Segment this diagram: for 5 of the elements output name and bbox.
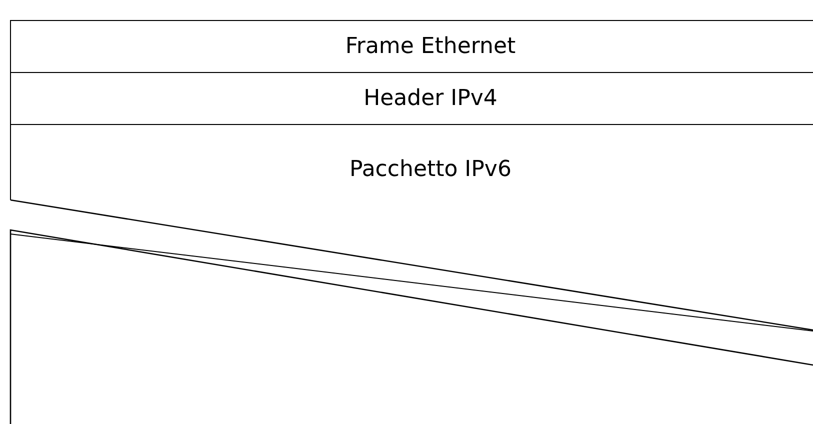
layer-box xyxy=(10,73,813,125)
layer-label: Pacchetto IPv6 xyxy=(350,157,512,183)
layer-label: Frame Ethernet xyxy=(345,34,516,60)
layer-label: Header IPv4 xyxy=(364,86,498,112)
layer-box xyxy=(10,20,813,73)
